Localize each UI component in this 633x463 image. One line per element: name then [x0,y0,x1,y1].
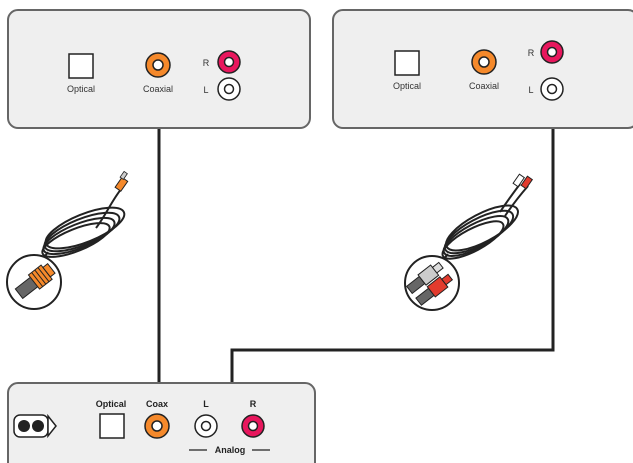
right-rca-jack-icon [540,40,564,64]
coaxial-jack-icon [471,49,497,75]
speaker-output-icon [13,413,57,439]
right-rca-jack-icon [217,50,241,74]
left-channel-label: L [203,399,209,409]
optical-port-icon [394,50,420,76]
left-rca-jack-icon [217,77,241,101]
coaxial-label: Coaxial [143,84,173,94]
right-rca-jack-icon [241,414,265,438]
coaxial-label: Coaxial [469,81,499,91]
coaxial-jack-icon [144,413,170,439]
analog-label: Analog [215,445,246,455]
bottom-device: Optical Coax L R Analog [7,382,316,463]
left-rca-jack-icon [194,414,218,438]
coaxial-jack-icon [145,52,171,78]
optical-port-icon [68,53,94,79]
optical-label: Optical [67,84,95,94]
right-channel-label: R [528,48,535,58]
optical-label: Optical [393,81,421,91]
left-channel-label: L [528,85,533,95]
coax-label: Coax [146,399,168,409]
coaxial-cable-icon [6,170,129,310]
right-channel-label: R [250,399,257,409]
top-right-device: Optical Coaxial R L [332,9,633,129]
optical-label: Optical [96,399,127,409]
right-channel-label: R [203,58,210,68]
rca-stereo-cable-icon [404,173,534,311]
left-channel-label: L [203,85,208,95]
analog-connection-line [230,103,555,395]
top-left-device: Optical Coaxial R L [7,9,311,129]
left-rca-jack-icon [540,77,564,101]
optical-port-icon [99,413,125,439]
